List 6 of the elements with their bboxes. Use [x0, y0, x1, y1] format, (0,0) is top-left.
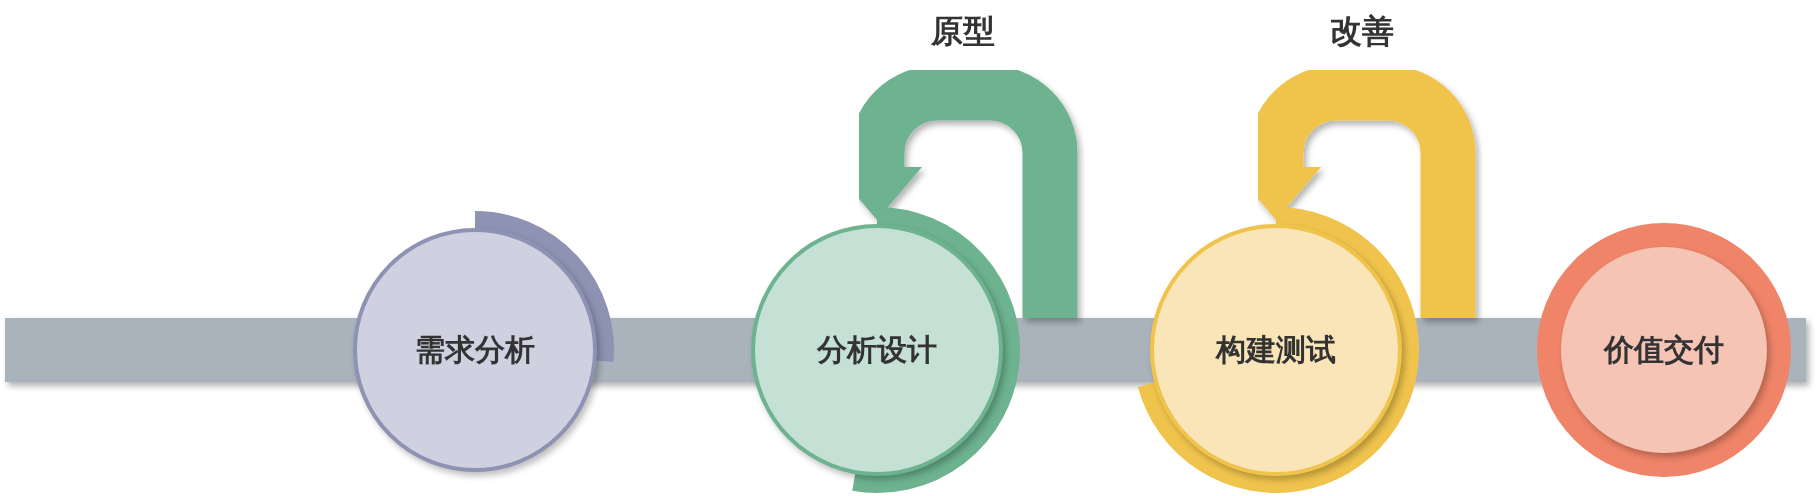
loop-arrow: [1231, 65, 1476, 318]
stage-label: 需求分析: [415, 330, 535, 369]
loop-arrow: [832, 65, 1078, 318]
stage-label: 价值交付: [1604, 330, 1724, 369]
stage-label: 构建测试: [1216, 330, 1336, 369]
stage-label: 分析设计: [817, 330, 937, 369]
